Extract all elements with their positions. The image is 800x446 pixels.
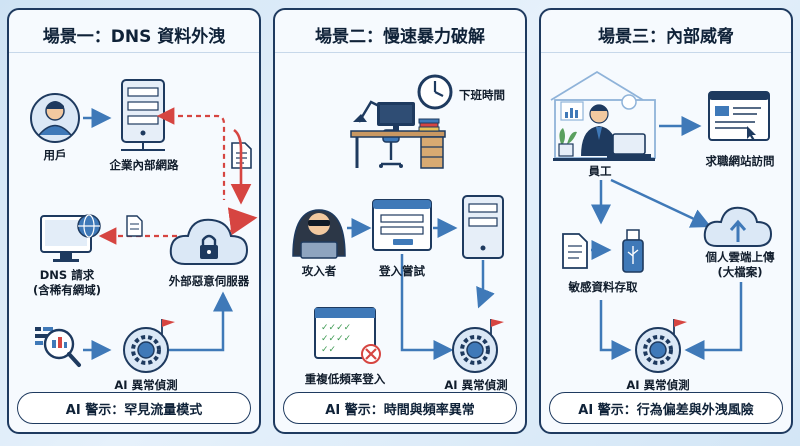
label-ai-detection: AI 異常偵測 xyxy=(444,378,508,392)
login-window-icon xyxy=(372,199,432,251)
alert-footer: AI 警示：罕見流量模式 xyxy=(17,392,251,424)
calendar-icon: ✓✓✓✓ ✓✓✓✓ ✓✓ xyxy=(314,307,381,364)
label-user: 用戶 xyxy=(43,148,67,162)
document-icon xyxy=(562,233,588,269)
insider-scenario-diagram xyxy=(550,70,773,373)
label-malicious-server: 外部惡意伺服器 xyxy=(168,274,250,288)
ai-gear-icon xyxy=(452,319,504,373)
ai-gear-icon xyxy=(635,319,687,373)
exfil-dotted-path xyxy=(169,114,226,200)
arrow-login-to-ai xyxy=(400,254,454,360)
svg-text:✓✓✓✓: ✓✓✓✓ xyxy=(321,334,351,344)
arrow-to-cloud xyxy=(610,178,712,228)
label-employee: 員工 xyxy=(588,164,612,178)
employee-icon xyxy=(581,104,617,156)
dns-scenario-diagram xyxy=(30,79,258,373)
label-login-attempt: 登入嘗試 xyxy=(379,264,425,278)
browser-window-icon xyxy=(708,91,770,141)
panel-title: 場景一：DNS 資料外洩 xyxy=(9,16,259,53)
arrow-sensitive-to-ai xyxy=(599,300,632,360)
label-intranet: 企業內部網路 xyxy=(109,158,179,172)
clock-icon xyxy=(417,74,453,110)
cloud-upload-icon xyxy=(703,206,773,247)
office-outline xyxy=(550,70,644,101)
document-icon xyxy=(126,215,143,237)
plant-icon xyxy=(558,128,577,157)
arrow-ai-to-server xyxy=(169,291,233,352)
panel-slow-brute-force: 場景二：慢速暴力破解 xyxy=(273,8,527,434)
alert-footer: AI 警示：行為偏差與外洩風險 xyxy=(549,392,783,424)
arrow-server-to-ai xyxy=(476,260,495,309)
outbound-arrow xyxy=(227,207,258,236)
svg-text:✓✓: ✓✓ xyxy=(321,345,336,355)
label-job-site: 求職網站訪問 xyxy=(705,154,775,168)
alert-footer: AI 警示：時間與頻率異常 xyxy=(283,392,517,424)
label-cloud-upload-sub: (大檔案) xyxy=(717,265,763,279)
panel-title: 場景二：慢速暴力破解 xyxy=(275,16,525,53)
ai-gear-icon xyxy=(123,319,175,373)
wall-chart-icon xyxy=(560,101,584,121)
panel-dns-exfiltration: 場景一：DNS 資料外洩 xyxy=(7,8,261,434)
label-after-hours: 下班時間 xyxy=(459,88,505,102)
user-icon xyxy=(30,93,80,143)
label-dns-request: DNS 請求 xyxy=(39,268,95,282)
label-repeated-login: 重複低頻率登入 xyxy=(304,372,386,386)
label-attacker: 攻入者 xyxy=(301,264,337,278)
server-icon xyxy=(462,195,504,259)
laptop-icon xyxy=(553,133,655,161)
globe-icon xyxy=(77,214,101,238)
label-cloud-upload: 個人雲端上傳 xyxy=(705,250,775,264)
label-ai-detection: AI 異常偵測 xyxy=(626,378,690,392)
label-dns-request-sub: (含稀有網域) xyxy=(32,283,101,297)
usb-drive-icon xyxy=(622,229,644,273)
hacker-icon xyxy=(292,209,346,259)
panel-insider-threat: 場景三：內部威脅 xyxy=(539,8,793,434)
brute-force-scenario-diagram: ✓✓✓✓ ✓✓✓✓ ✓✓ xyxy=(292,74,504,373)
label-ai-detection: AI 異常偵測 xyxy=(114,378,178,392)
arrow-to-malicious-server xyxy=(230,128,252,205)
panel-title: 場景三：內部威脅 xyxy=(541,16,791,53)
arrow-cloud-to-ai xyxy=(684,282,743,360)
desk-icon xyxy=(350,100,446,169)
clock-icon xyxy=(621,94,637,110)
magnifier-icon xyxy=(35,327,81,367)
server-icon xyxy=(121,79,165,151)
svg-text:✓✓✓✓: ✓✓✓✓ xyxy=(321,323,351,333)
label-sensitive-access: 敏感資料存取 xyxy=(568,280,638,294)
